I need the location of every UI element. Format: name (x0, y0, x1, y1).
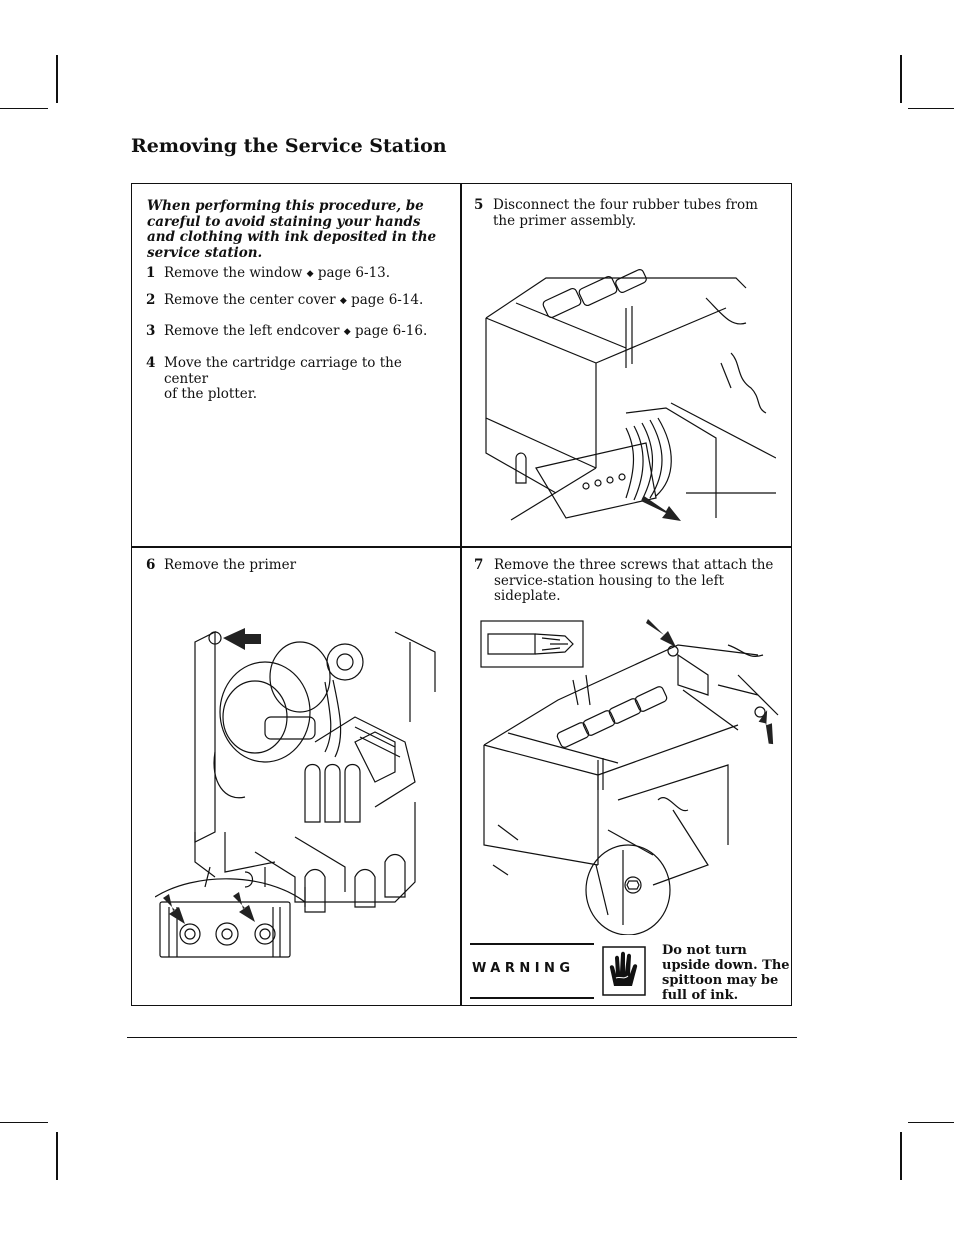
step-4: 4 Move the cartridge carriage to the cen… (146, 355, 446, 401)
pointer-arrow-icon: ◆ (343, 327, 351, 337)
step-1: 1 Remove the window ◆ page 6-13. (146, 265, 446, 282)
warning-rule-top (470, 943, 594, 945)
warning-text: Do not turn upside down. The spittoon ma… (662, 943, 790, 1003)
page-reference: page 6-16. (355, 323, 428, 339)
pointer-arrow-icon: ◆ (306, 269, 314, 279)
warning-rule-bottom (470, 997, 594, 999)
step-text-line: Disconnect the four rubber tubes from (493, 197, 758, 213)
caution-note: When performing this procedure, be caref… (147, 198, 437, 261)
step-number: 3 (146, 323, 156, 339)
grid-divider-vertical (460, 183, 462, 1006)
step-number: 6 (146, 557, 156, 573)
warning-label: WARNING (472, 961, 575, 976)
step-number: 1 (146, 265, 156, 281)
step-2: 2 Remove the center cover ◆ page 6-14. (146, 292, 446, 309)
grid-divider-horizontal (131, 546, 792, 548)
step-text: Remove the primer (164, 557, 297, 573)
step-text: Remove the window (164, 265, 303, 281)
hand-warning-icon (602, 946, 646, 996)
step-number: 2 (146, 292, 156, 308)
page-title: Removing the Service Station (131, 135, 447, 157)
step-3: 3 Remove the left endcover ◆ page 6-16. (146, 323, 446, 340)
step-text-line: of the plotter. (164, 386, 258, 402)
footer-rule (127, 1037, 797, 1038)
step-6: 6 Remove the primer (146, 557, 446, 574)
primer-removal-illustration (155, 628, 436, 958)
step-number: 4 (146, 355, 156, 371)
page-reference: page 6-13. (317, 265, 391, 281)
primer-tubes-illustration (485, 269, 776, 521)
crop-mark (0, 108, 48, 109)
step-text: Remove the left endcover (164, 323, 340, 339)
crop-mark (56, 55, 58, 103)
step-text-line: Remove the three screws that attach the (494, 557, 774, 573)
crop-mark (908, 1122, 954, 1123)
procedure-grid (131, 183, 792, 1006)
step-text-line: Move the cartridge carriage to the cente… (164, 355, 402, 387)
crop-mark (0, 1122, 48, 1123)
step-number: 7 (474, 557, 484, 573)
torx-bit-illustration (480, 620, 584, 668)
crop-mark (908, 108, 954, 109)
step-7: 7 Remove the three screws that attach th… (474, 557, 774, 606)
step-text-line: the primer assembly. (493, 212, 637, 229)
service-station-screws-illustration (483, 619, 779, 935)
step-text-line: sideplate. (494, 588, 561, 604)
crop-mark (56, 1132, 58, 1180)
step-text-line: service-station housing to the left (494, 572, 725, 589)
step-number: 5 (474, 197, 484, 213)
step-text: Remove the center cover (164, 292, 336, 308)
crop-mark (900, 55, 902, 103)
page-reference: page 6-14. (351, 292, 424, 308)
crop-mark (900, 1132, 902, 1180)
pointer-arrow-icon: ◆ (339, 296, 347, 306)
